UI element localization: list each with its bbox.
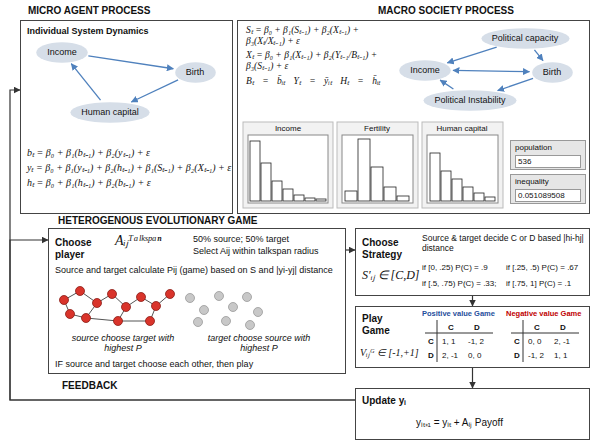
node-text: target choose source with highest P	[199, 333, 319, 354]
node-text: Xₜ = β₀ + β₁(Xₜ₋₁) + β₂(Yₜ₋₁/Bₜ₋₁) + β₃(…	[246, 50, 396, 72]
section-heading: MICRO AGENT PROCESS	[28, 5, 150, 17]
node-text: yₜ = β₀ + β₁(yₜ₋₁) + β₂(hₜ₋₁) + β₁(Sₜ₋₁)…	[27, 162, 232, 174]
node-text: -1, 2	[468, 337, 484, 346]
section-heading: HETEROGENOUS EVOLUTIONARY GAME	[58, 215, 257, 227]
chart-title: Human capital	[436, 124, 487, 133]
node-text: source choose target with highest P	[63, 333, 183, 354]
node-label: Income	[47, 47, 77, 57]
process-box: Choose player Aᵢⱼᵀᵃˡᵏˢᵖᵃⁿ 50% source; 50% …	[48, 228, 346, 374]
node-text: 2, -1	[554, 337, 570, 346]
connector	[71, 64, 100, 101]
node-label: Political capacity	[492, 33, 559, 43]
node-text: yᵢₜ₊₁ = yᵢₜ + Aᵢⱼ Payoff	[416, 417, 503, 429]
histogram-panel	[422, 122, 503, 208]
payoff-table-lines	[425, 320, 579, 362]
node-text: Bₜ = b̄ᵢₜ Yₜ = ȳᵢₜ Hₜ = h̄ᵢₜ	[246, 76, 380, 87]
connector	[88, 56, 173, 69]
node-text: C	[514, 337, 520, 346]
monitor-value: 0.051089508	[515, 189, 581, 202]
node-text: if [0, .25) P(C) = .9	[422, 263, 488, 272]
node-text: D	[474, 323, 480, 332]
process-panel: Individual System Dynamics bₜ = β₀ + β₁(b…	[20, 20, 233, 214]
monitor: inequality 0.051089508	[510, 174, 586, 204]
node-text: C	[534, 323, 540, 332]
node-text: S′ᵢⱼ ∈ [C,D]	[362, 269, 420, 283]
process-box: Update yᵢ yᵢₜ₊₁ = yᵢₜ + Aᵢⱼ Payoff	[355, 388, 590, 440]
node-text: C	[428, 337, 434, 346]
node-text: population	[515, 143, 552, 152]
node-label: Income	[410, 65, 440, 75]
connector	[447, 47, 496, 63]
chart-title: Fertility	[364, 124, 390, 133]
state-ellipse: Human capital	[70, 102, 150, 123]
node-text: hₜ = β₀ + β₁(hₜ₋₁) + β₂(bₜ₋₁) + ε	[27, 177, 232, 189]
node-text: if [.75, 1] P(C) = .1	[506, 279, 571, 288]
node-text: bₜ = β₀ + β₁(bₜ₋₁) + β₂(yₜ₋₁) + ε	[27, 147, 232, 159]
monitor: population 536	[510, 140, 586, 170]
connector	[346, 249, 355, 250]
node-text: if [.25, .5) P(C) = .67	[506, 263, 578, 272]
connector	[440, 80, 453, 89]
node-text: 2, -1	[442, 351, 458, 360]
connector	[534, 50, 543, 61]
process-box: Play GameVᵢⱼᴳ ∈ [-1,+1] Positive value Ga…	[355, 306, 590, 368]
connector	[498, 78, 533, 90]
state-ellipse: Political capacity	[481, 28, 570, 49]
connector	[10, 90, 355, 400]
monitor-value: 536	[515, 155, 581, 168]
node-text: C	[448, 323, 454, 332]
node-text: Aᵢⱼᵀᵃˡᵏˢᵖᵃⁿ	[115, 233, 162, 249]
node-text: Update yᵢ	[362, 395, 406, 407]
network-graph	[60, 287, 263, 330]
state-ellipse: Political Instability	[423, 90, 517, 111]
histogram-panel	[337, 122, 418, 208]
node-text: IF source and target choose each other, …	[55, 359, 253, 369]
connector	[10, 240, 355, 400]
connector	[131, 80, 178, 102]
state-ellipse: Income	[399, 60, 451, 81]
node-label: Human capital	[81, 107, 139, 117]
node-text: Vᵢⱼᴳ ∈ [-1,+1]	[360, 347, 419, 359]
connector	[453, 70, 530, 71]
node-text: D	[514, 351, 520, 360]
node-label: Birth	[186, 67, 205, 77]
node-text: Choose Strategy	[362, 237, 416, 260]
flow-label: FEEDBACK	[62, 380, 118, 392]
node-text: Positive value Game	[422, 310, 495, 319]
node-text: Choose player	[55, 237, 103, 260]
node-text: 0, 0	[468, 351, 481, 360]
process-panel: Sₜ = β₀ + β₁(Sₜ₋₁) + β₂(Xₜ₋₁) + β₃(Xₜ/Xₜ…	[237, 20, 590, 214]
node-text: Source and target calculate Pij (game) b…	[55, 265, 339, 275]
state-ellipse: Birth	[532, 62, 573, 83]
process-box: Choose StrategyS′ᵢⱼ ∈ [C,D] Source & targ…	[355, 228, 590, 296]
node-text: D	[428, 351, 434, 360]
chart-title: Income	[275, 124, 301, 133]
connector	[472, 296, 473, 306]
node-text: Individual System Dynamics	[27, 26, 149, 36]
node-text: 1, 1	[442, 337, 455, 346]
node-text: 1, 1	[554, 351, 567, 360]
section-heading: MACRO SOCIETY PROCESS	[378, 5, 514, 17]
state-ellipse: Birth	[175, 62, 216, 83]
node-text: 50% source; 50% target	[193, 234, 289, 244]
node-text: Play Game	[362, 313, 410, 336]
node-text: if [.5, .75) P(C) = .33;	[422, 279, 496, 288]
node-text: Select Aij within talkspan radius	[193, 246, 319, 256]
node-text: 0, 0	[528, 337, 541, 346]
node-text: -1, 2	[528, 351, 544, 360]
node-label: Political Instability	[434, 95, 505, 105]
histogram-panel	[243, 122, 333, 208]
node-text: inequality	[515, 177, 549, 186]
node-text: Sₜ = β₀ + β₁(Sₜ₋₁) + β₂(Xₜ₋₁) + β₃(Xₜ/Xₜ…	[246, 25, 396, 47]
node-text: Source & target decide C or D based |hi-…	[422, 234, 584, 254]
connector	[472, 368, 473, 388]
node-text: D	[560, 323, 566, 332]
node-text: Negative value Game	[506, 310, 581, 319]
node-label: Birth	[543, 67, 562, 77]
state-ellipse: Income	[36, 42, 88, 63]
